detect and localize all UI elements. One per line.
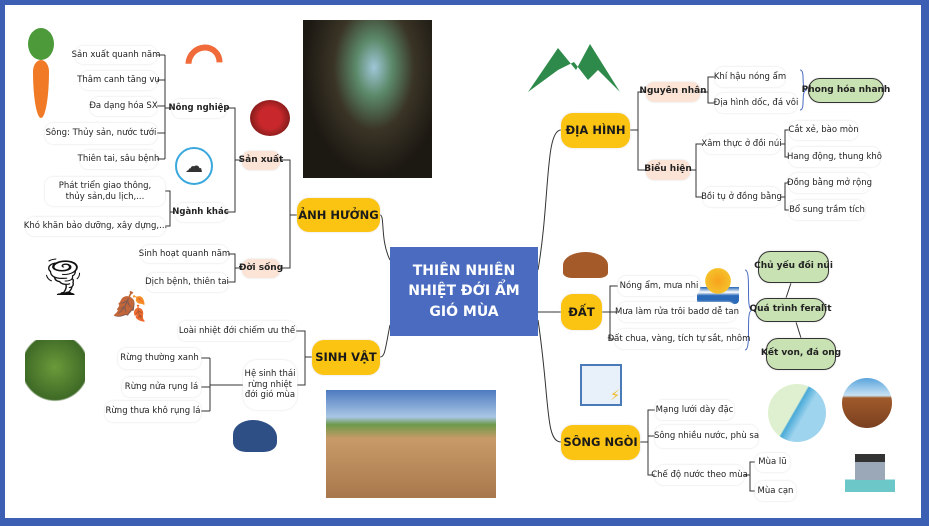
sun-waves-icon: [697, 262, 739, 304]
node-bieu-hien: Biểu hiện: [644, 160, 692, 180]
hydro-dam-icon: ⚡: [580, 364, 622, 406]
leaf: Dịch bệnh, thiên tai: [145, 273, 229, 292]
leaf: Cắt xẻ, bào mòn: [788, 121, 859, 140]
coffee-berries-icon: [250, 100, 290, 136]
node-doi-song: Đời sống: [239, 259, 283, 278]
leaf: Loài nhiệt đới chiếm ưu thế: [178, 321, 296, 341]
node-nguyen-nhan: Nguyên nhân: [639, 82, 707, 102]
leaf: Thiên tai, sâu bệnh: [78, 150, 159, 169]
leaf: Mùa cạn: [755, 481, 796, 501]
leaf: Rừng thường xanh: [118, 348, 201, 369]
elephant-icon: [233, 420, 277, 452]
leaf: Mưa làm rửa trôi badơ dễ tan: [615, 302, 739, 322]
tornado-icon: 🌪: [40, 257, 86, 298]
carrot-leaves-icon: [28, 28, 54, 60]
branch-sinh-vat: SINH VẬT: [312, 340, 380, 375]
node-chu-yeu-doi-nui: Chủ yếu đồi núi: [754, 251, 833, 283]
node-phong-hoa-nhanh: Phong hóa nhanh: [802, 78, 890, 103]
mountain-icon: [528, 40, 620, 92]
leaf: Sản xuất quanh năm: [72, 46, 160, 64]
leaf: Sinh hoạt quanh năm: [139, 245, 230, 263]
leaf: Rừng nửa rụng lá: [122, 377, 201, 397]
leaf: Rừng thưa khô rụng lá: [105, 401, 201, 422]
leaf: Nóng ẩm, mưa nhi: [618, 276, 700, 296]
central-topic: THIÊN NHIÊN NHIỆT ĐỚI ẨM GIÓ MÙA: [390, 247, 538, 336]
leaf: Địa hình dốc, đá vôi: [714, 93, 798, 113]
leaf: Sông: Thủy sản, nước tưới: [45, 123, 157, 144]
leaf: Mùa lũ: [755, 453, 790, 472]
leaf: Đất chua, vàng, tích tự sắt, nhôm: [608, 329, 750, 349]
node-nganh-khac: Ngành khác: [172, 203, 229, 222]
leaf: Đa dạng hóa SX: [89, 97, 158, 116]
river-map-icon: [768, 384, 826, 442]
node-ket-von: Kết von, đá ong: [761, 338, 841, 370]
carrot-icon: [33, 60, 49, 118]
branch-anh-huong: ẢNH HƯỞNG: [297, 198, 380, 232]
leaf: Bổ sung trầm tích: [789, 200, 865, 220]
cave-photo: [303, 20, 432, 178]
storm-cloud-icon: ☁: [175, 147, 213, 185]
branch-dia-hinh: ĐỊA HÌNH: [561, 113, 630, 148]
leaf: Khí hậu nóng ẩm: [714, 67, 786, 87]
node-boi-tu: Bồi tụ ở đồng bằng: [701, 187, 782, 207]
leaf: Đồng bằng mở rộng: [787, 173, 872, 193]
drought-icon: [842, 378, 892, 428]
cracked-field-photo: [326, 390, 496, 498]
leaf: Mạng lưới dày đặc: [655, 400, 734, 420]
soil-pile-icon: [563, 252, 608, 278]
leaf: Hang động, thung khô: [787, 147, 882, 167]
tree-icon: [25, 340, 85, 418]
leaf: Phát triển giao thông, thủy sản,du lịch,…: [45, 177, 165, 206]
branch-dat: ĐẤT: [561, 294, 602, 330]
node-che-do-nuoc: Chế độ nước theo mùa: [651, 465, 748, 485]
leaf: Khó khăn bảo dưỡng, xây dựng,...: [24, 217, 167, 236]
leaves-icon: 🍂: [112, 290, 147, 323]
node-xam-thuc: Xâm thực ở đồi núi: [701, 134, 782, 154]
flooded-house-icon: [845, 450, 895, 492]
leaf: Thâm canh tăng vụ: [77, 71, 160, 90]
branch-song-ngoi: SÔNG NGÒI: [561, 425, 640, 460]
node-he-sinh-thai: Hệ sinh thái rừng nhiệt đới gió mùa: [243, 360, 297, 410]
leaf: Sông nhiều nước, phù sa: [654, 425, 759, 448]
node-nong-nghiep: Nông nghiệp: [169, 99, 230, 118]
node-san-xuat: Sản xuất: [239, 151, 283, 170]
node-qua-trinh-feralit: Quá trình feralit: [749, 298, 832, 322]
